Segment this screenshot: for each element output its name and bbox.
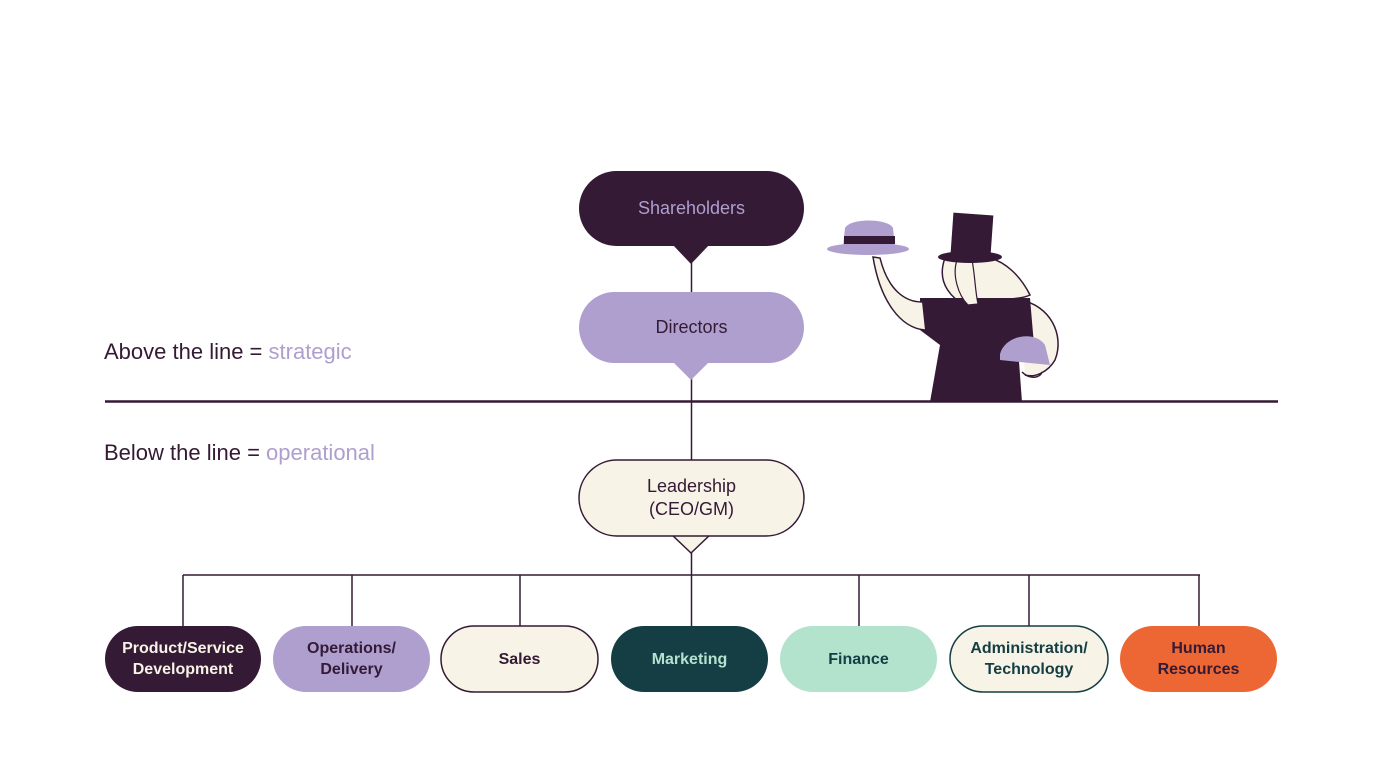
- below-line-caption: Below the line = operational: [104, 440, 375, 466]
- pill-product-service-development: [105, 626, 261, 692]
- shareholders-label: Shareholders: [637, 198, 746, 218]
- department-label: Sales: [498, 650, 541, 668]
- department-marketing: Marketing: [611, 626, 768, 692]
- shareholders-bubble-shape: [579, 171, 804, 264]
- department-human-resources: Human Resources: [1120, 626, 1277, 692]
- below-line-highlight: operational: [266, 440, 375, 465]
- leadership-label: Leadership (CEO/GM): [646, 476, 737, 519]
- department-label: Marketing: [651, 650, 728, 668]
- leadership-node: Leadership (CEO/GM): [579, 460, 804, 536]
- below-line-prefix: Below the line =: [104, 440, 267, 465]
- above-line-caption: Above the line = strategic: [104, 339, 352, 365]
- department-sales: Sales: [441, 626, 598, 692]
- department-operations-delivery: Operations/ Delivery: [273, 626, 430, 692]
- department-label: Human Resources: [1157, 640, 1240, 678]
- department-administration-technology: Administration/ Technology: [950, 626, 1108, 692]
- department-pill-shapes: [105, 625, 1277, 693]
- department-label: Operations/ Delivery: [307, 640, 396, 678]
- department-finance: Finance: [780, 626, 937, 692]
- pill-operations-delivery: [273, 626, 430, 692]
- leadership-bubble-shape: [578, 459, 805, 555]
- above-line-highlight: strategic: [268, 339, 352, 364]
- directors-node: Directors: [579, 292, 804, 363]
- pill-finance: [780, 626, 937, 692]
- directors-bubble-shape: [579, 292, 804, 380]
- department-connectors: [182, 575, 1200, 626]
- pill-marketing: [611, 626, 768, 692]
- department-label: Product/Service Development: [122, 640, 244, 678]
- pill-human-resources: [1120, 626, 1277, 692]
- department-label: Finance: [828, 650, 889, 668]
- department-product-service-development: Product/Service Development: [105, 626, 261, 692]
- directors-label: Directors: [655, 317, 728, 337]
- above-line-prefix: Above the line =: [104, 339, 269, 364]
- figure-with-top-hat-illustration: [827, 212, 1059, 402]
- pill-sales: [440, 625, 599, 693]
- shareholders-node: Shareholders: [579, 171, 804, 246]
- pill-administration-technology: [949, 625, 1109, 693]
- department-label: Administration/ Technology: [970, 640, 1088, 678]
